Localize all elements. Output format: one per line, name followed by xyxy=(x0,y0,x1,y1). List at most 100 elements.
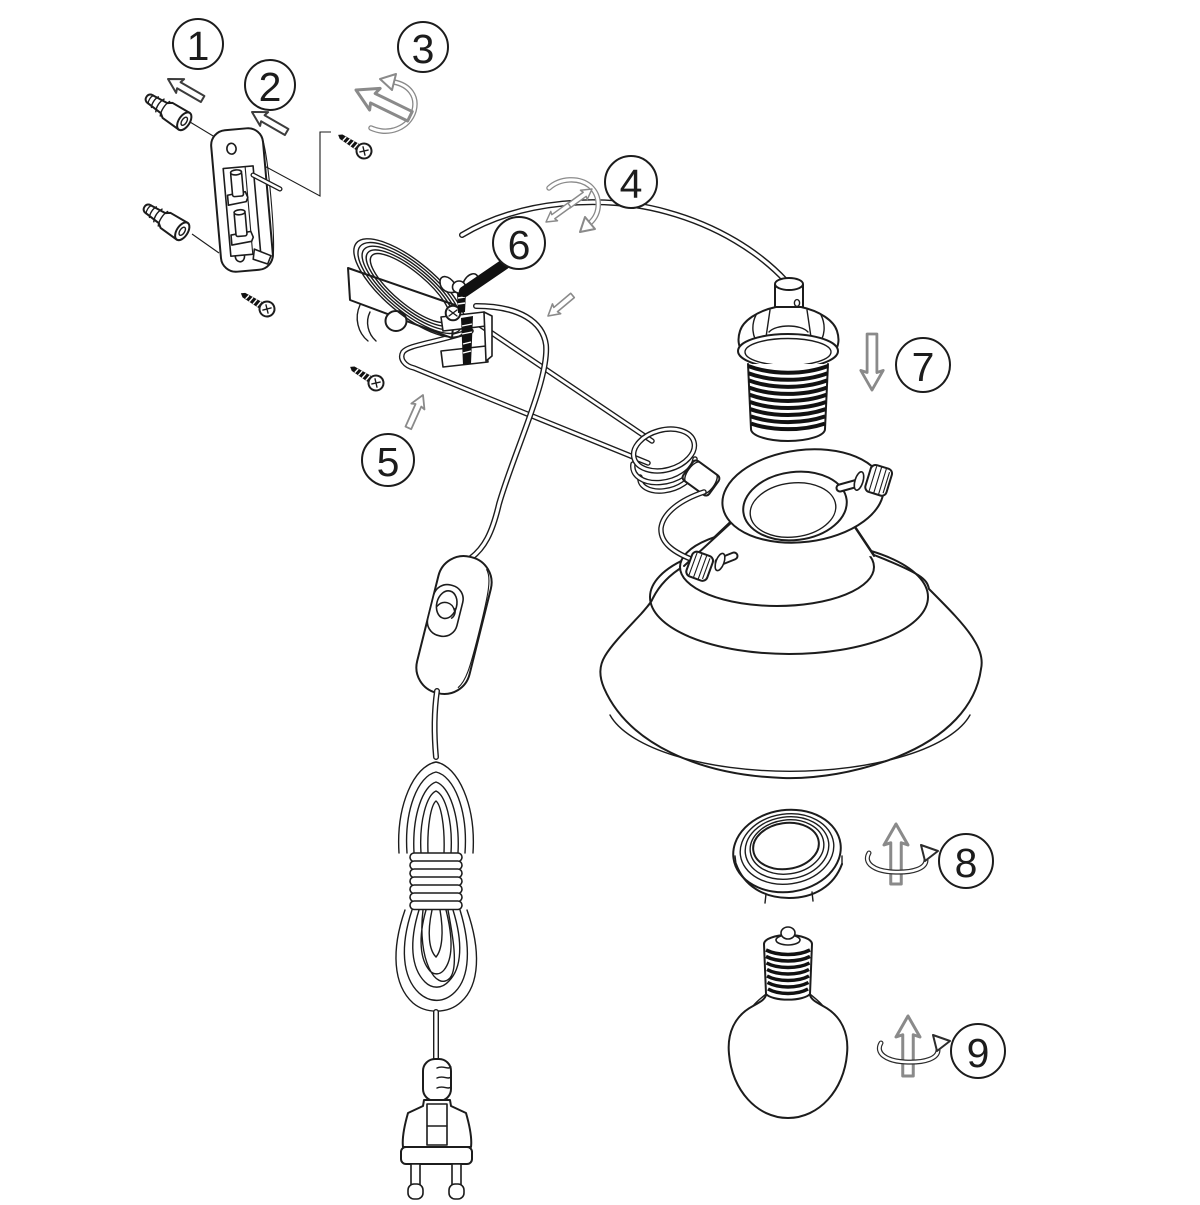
thumbscrew-front xyxy=(685,550,739,582)
hank-wrap-band xyxy=(409,852,463,911)
wingnut-stem-threads xyxy=(457,296,466,305)
step-number: 9 xyxy=(967,1030,990,1076)
cord-hank xyxy=(395,761,478,1012)
bell-details xyxy=(752,309,825,346)
plate-screw-hole-top xyxy=(226,142,237,155)
hank-top-loops xyxy=(397,761,475,854)
phillips-slot xyxy=(371,378,381,388)
up-arrow xyxy=(894,1014,922,1078)
cord-wrap-bracket xyxy=(347,238,510,368)
bulb-globe xyxy=(727,993,849,1119)
step-callout-7: 7 xyxy=(895,337,951,393)
pin-top-upper xyxy=(229,169,243,176)
plug-body-inset xyxy=(426,1103,448,1146)
plug-pin-right xyxy=(451,1163,462,1186)
clamp-bolt xyxy=(458,258,510,298)
ring-skirt xyxy=(735,863,843,899)
cord-wrap-ends xyxy=(356,304,377,342)
plug-cord-grip xyxy=(422,1058,452,1102)
swirl-arrowhead xyxy=(932,1034,951,1052)
holder-wire-core xyxy=(659,490,706,563)
plug-base xyxy=(400,1146,473,1165)
thumbscrew-knob xyxy=(685,550,715,582)
step-callout-3: 3 xyxy=(397,21,449,73)
ribbon-arrowhead xyxy=(579,216,596,233)
knob-knurling xyxy=(868,465,891,495)
anchor-face xyxy=(176,111,193,132)
screw-in-arrow-step8 xyxy=(865,822,939,886)
power-cord-core xyxy=(469,304,548,560)
ferrule-body xyxy=(681,459,721,497)
mounting-screw-top xyxy=(338,134,373,160)
ribbon-core xyxy=(369,80,417,133)
lamp-shade xyxy=(599,448,983,780)
shade-top-hole-inner xyxy=(749,481,837,539)
wall-mounting-plate xyxy=(210,127,275,273)
cord-core xyxy=(433,689,439,759)
pin-top-lower xyxy=(233,208,246,216)
mounting-screw-bottom xyxy=(350,366,385,392)
socket-threads xyxy=(747,364,829,432)
shade-rolled-rim xyxy=(609,714,971,772)
step-number: 4 xyxy=(620,161,643,207)
lamp-socket xyxy=(737,277,840,442)
rotation-arrow-step3 xyxy=(349,73,418,134)
locking-ring xyxy=(732,808,843,904)
step-callout-5: 5 xyxy=(361,433,415,487)
shade-hanger-attachment xyxy=(630,426,894,582)
hinge-screw-slot xyxy=(448,309,458,317)
anchor-ribs xyxy=(147,94,171,117)
callout-circle xyxy=(938,833,994,889)
press-down-arrow-step7 xyxy=(859,332,885,392)
callout-circle xyxy=(492,216,546,270)
pin-tip-left xyxy=(407,1183,424,1200)
mounting-screw-middle xyxy=(240,292,276,318)
step-number: 3 xyxy=(412,26,435,72)
ring-skirt-tabs xyxy=(734,855,843,904)
rotation-arrow-step4 xyxy=(541,177,601,233)
wing-nut-left-wing xyxy=(439,275,456,294)
hank-bottom-loops xyxy=(395,909,478,1012)
pin-tip-right xyxy=(448,1183,465,1200)
wall-anchor-bottom xyxy=(142,203,191,242)
up-arrow xyxy=(882,822,910,886)
step-number: 2 xyxy=(259,64,282,110)
hook-pin-upper xyxy=(229,171,245,198)
step-callout-6: 6 xyxy=(492,216,546,270)
phillips-slot xyxy=(262,304,272,314)
inline-switch xyxy=(415,555,493,695)
callout-circle xyxy=(244,59,296,111)
thumbscrew-knob xyxy=(864,463,894,497)
swirl-arrowhead xyxy=(920,844,939,862)
ring-hole xyxy=(752,821,820,871)
hanger-ferrule xyxy=(681,459,721,497)
power-plug xyxy=(400,1058,473,1200)
rocker-ridge xyxy=(436,601,456,619)
hanger-arm-top-core xyxy=(475,321,654,443)
swirl-core xyxy=(878,1041,940,1064)
hinge-screw-threads xyxy=(461,323,473,354)
callout-circle xyxy=(361,433,415,487)
grip-ribs xyxy=(436,1066,452,1089)
thumbscrew-collar xyxy=(714,552,726,572)
step-callout-8: 8 xyxy=(938,833,994,889)
slide-arrow-cable xyxy=(543,289,578,322)
bulb-tip-button xyxy=(780,926,796,940)
latch-pin-core xyxy=(251,173,282,191)
knob-knurling xyxy=(688,552,711,580)
power-cable-core xyxy=(460,200,788,283)
callout-circle xyxy=(397,21,449,73)
step-number: 7 xyxy=(912,344,935,390)
hanger-arm-loop-core xyxy=(400,329,650,465)
ribbon-arrowhead xyxy=(379,73,397,91)
wrap-turn xyxy=(409,900,463,911)
light-bulb xyxy=(727,926,849,1119)
wall-anchor-top xyxy=(144,93,193,132)
callout-circle xyxy=(950,1023,1006,1079)
step-callout-1: 1 xyxy=(172,18,224,70)
swirl-core xyxy=(866,851,928,874)
thread-lines xyxy=(354,368,371,381)
screw-in-arrow-step9 xyxy=(877,1014,951,1078)
ring-thread xyxy=(739,813,835,885)
